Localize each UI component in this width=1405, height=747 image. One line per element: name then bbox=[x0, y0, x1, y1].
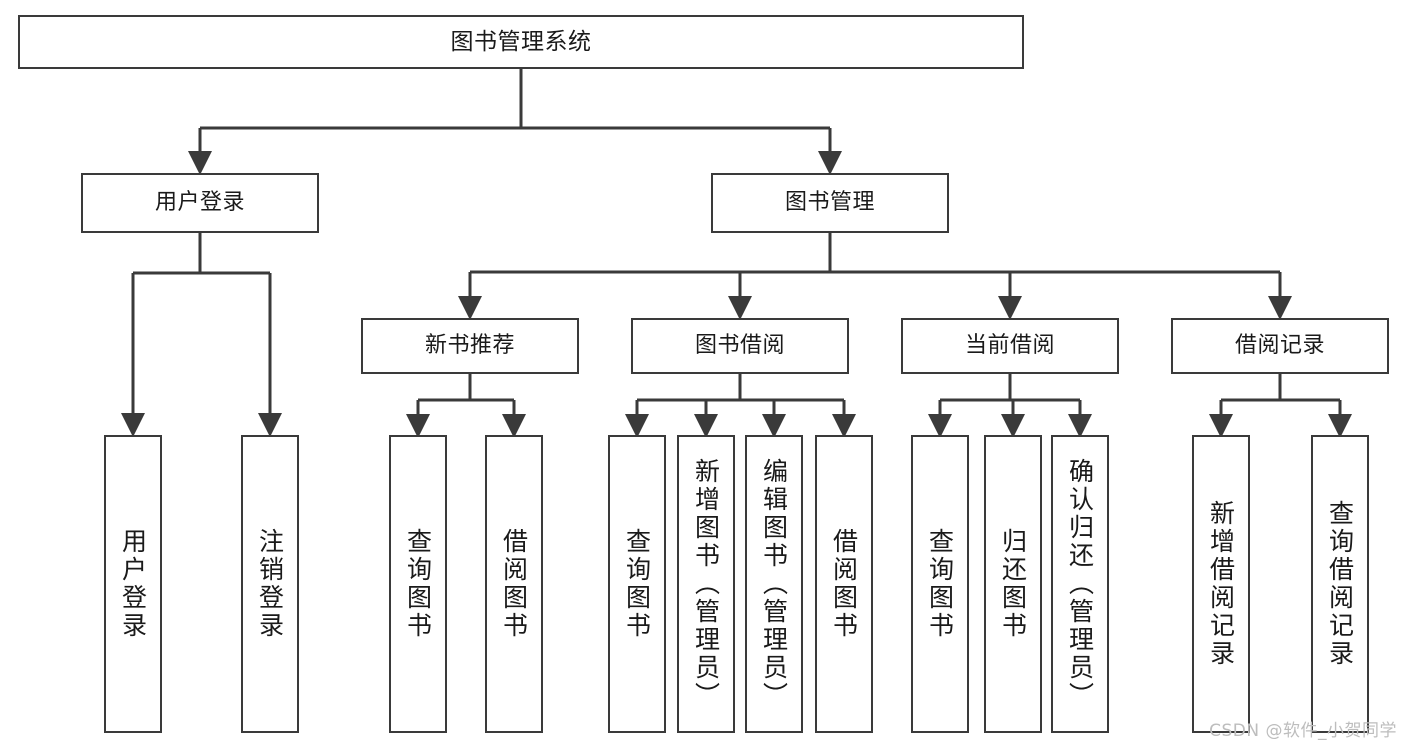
node-leaf-edit-book[interactable]: 编辑图书（管理员） bbox=[745, 435, 803, 733]
node-leaf-add-book-label: 新增图书（管理员） bbox=[691, 458, 721, 710]
node-leaf-confirm-return[interactable]: 确认归还（管理员） bbox=[1051, 435, 1109, 733]
node-borrow-record-label: 借阅记录 bbox=[1234, 333, 1325, 359]
node-new-book-rec[interactable]: 新书推荐 bbox=[361, 318, 579, 374]
watermark-label: CSDN @软件_小贺同学 bbox=[1209, 721, 1397, 741]
node-leaf-borrow-book-2[interactable]: 借阅图书 bbox=[815, 435, 873, 733]
node-leaf-query-record-label: 查询借阅记录 bbox=[1325, 500, 1355, 668]
node-leaf-add-record-label: 新增借阅记录 bbox=[1206, 500, 1236, 668]
node-borrow-record[interactable]: 借阅记录 bbox=[1171, 318, 1389, 374]
node-book-manage-label: 图书管理 bbox=[784, 190, 875, 216]
node-leaf-user-logout[interactable]: 注销登录 bbox=[241, 435, 299, 733]
node-new-book-rec-label: 新书推荐 bbox=[424, 333, 515, 359]
node-book-manage[interactable]: 图书管理 bbox=[711, 173, 949, 233]
node-user-login[interactable]: 用户登录 bbox=[81, 173, 319, 233]
node-leaf-borrow-book-2-label: 借阅图书 bbox=[829, 528, 859, 640]
node-leaf-borrow-book-1[interactable]: 借阅图书 bbox=[485, 435, 543, 733]
node-leaf-confirm-return-label: 确认归还（管理员） bbox=[1065, 458, 1095, 710]
node-leaf-query-book-1[interactable]: 查询图书 bbox=[389, 435, 447, 733]
node-leaf-query-book-2[interactable]: 查询图书 bbox=[608, 435, 666, 733]
node-leaf-edit-book-label: 编辑图书（管理员） bbox=[759, 458, 789, 710]
node-leaf-user-login[interactable]: 用户登录 bbox=[104, 435, 162, 733]
node-leaf-query-book-3[interactable]: 查询图书 bbox=[911, 435, 969, 733]
node-current-borrow[interactable]: 当前借阅 bbox=[901, 318, 1119, 374]
node-current-borrow-label: 当前借阅 bbox=[964, 333, 1055, 359]
node-leaf-query-book-2-label: 查询图书 bbox=[622, 528, 652, 640]
node-root[interactable]: 图书管理系统 bbox=[18, 15, 1024, 69]
node-leaf-query-book-3-label: 查询图书 bbox=[925, 528, 955, 640]
node-leaf-user-logout-label: 注销登录 bbox=[255, 528, 285, 640]
node-user-login-label: 用户登录 bbox=[154, 190, 245, 216]
node-leaf-return-book-label: 归还图书 bbox=[998, 528, 1028, 640]
node-leaf-borrow-book-1-label: 借阅图书 bbox=[499, 528, 529, 640]
node-book-borrow-label: 图书借阅 bbox=[694, 333, 785, 359]
node-leaf-user-login-label: 用户登录 bbox=[118, 528, 148, 640]
node-root-label: 图书管理系统 bbox=[450, 28, 592, 55]
node-leaf-return-book[interactable]: 归还图书 bbox=[984, 435, 1042, 733]
node-leaf-add-book[interactable]: 新增图书（管理员） bbox=[677, 435, 735, 733]
node-book-borrow[interactable]: 图书借阅 bbox=[631, 318, 849, 374]
node-leaf-query-record[interactable]: 查询借阅记录 bbox=[1311, 435, 1369, 733]
node-leaf-query-book-1-label: 查询图书 bbox=[403, 528, 433, 640]
node-leaf-add-record[interactable]: 新增借阅记录 bbox=[1192, 435, 1250, 733]
